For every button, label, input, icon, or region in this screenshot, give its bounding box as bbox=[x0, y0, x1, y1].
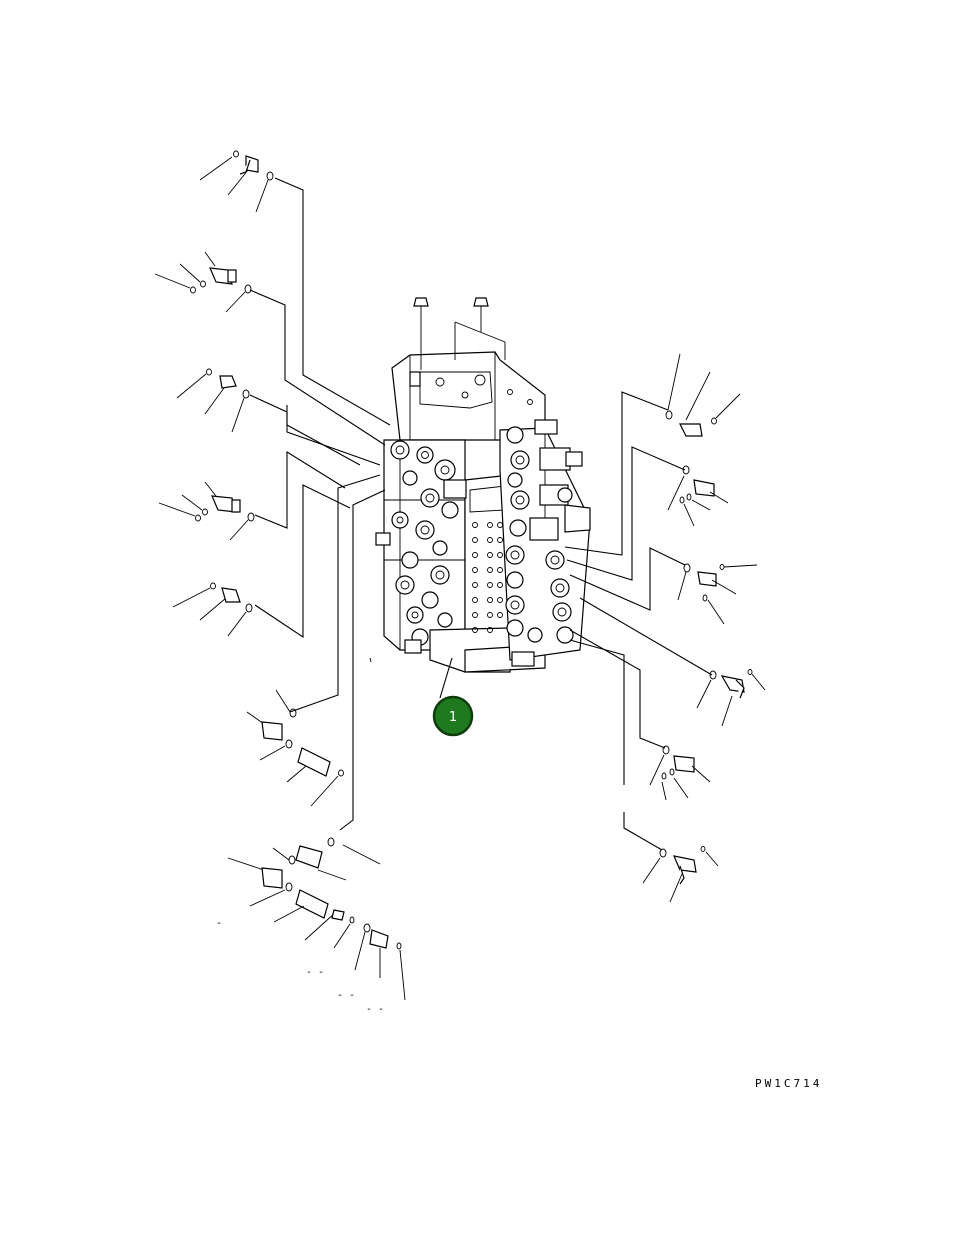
callout-label: 1 bbox=[449, 710, 457, 725]
svg-text:- -: - - bbox=[306, 967, 324, 978]
fittings-left: - - - - - - - bbox=[154, 150, 406, 1015]
drawing-code: PW1C714 bbox=[755, 1077, 822, 1090]
callout-1[interactable]: 1 bbox=[432, 695, 474, 737]
callout-badge[interactable] bbox=[432, 695, 474, 737]
control-valve-assembly bbox=[375, 297, 591, 673]
svg-text:- -: - - bbox=[337, 990, 355, 1001]
svg-text:- -: - - bbox=[366, 1004, 384, 1015]
svg-text:-: - bbox=[216, 918, 222, 929]
routing-lines bbox=[249, 177, 713, 851]
fittings-right bbox=[642, 353, 766, 903]
